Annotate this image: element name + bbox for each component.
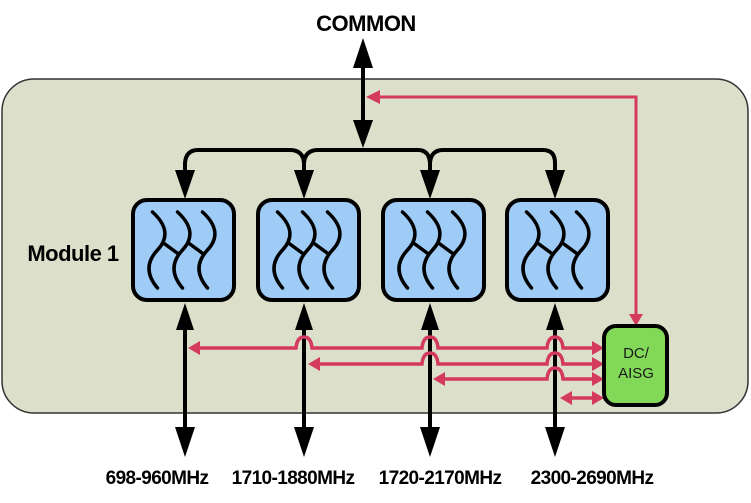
common-port-arrow [353,38,373,148]
distribution-bus [183,148,557,172]
dc-aisg-label-line1: DC/ [623,345,650,362]
module-label: Module 1 [27,241,119,266]
common-port-label: COMMON [316,11,416,36]
filter-block [131,198,236,302]
dc-aisg-block: DC/ AISG [602,324,669,407]
band-port-arrow [175,303,195,457]
band-label: 698-960MHz [106,468,209,489]
band-port-arrow [420,303,440,457]
filter-icon [147,210,217,290]
band-label: 1710-1880MHz [232,468,355,489]
filter-block [381,198,486,302]
band-label: 1720-2170MHz [379,468,502,489]
filter-icon [521,210,591,290]
bus-arrowheads [175,170,565,199]
dc-aisg-feed-line [366,90,643,326]
dc-control-arrowheads [188,341,604,405]
band-port-arrow [294,303,314,457]
filter-block [256,198,361,302]
filter-icon [272,210,342,290]
filter-icon [397,210,467,290]
filter-block [505,198,610,302]
band-port-arrow [545,303,565,457]
band-label: 2300-2690MHz [531,468,654,489]
dc-control-lines [198,335,596,400]
dc-aisg-label-line2: AISG [618,365,654,382]
